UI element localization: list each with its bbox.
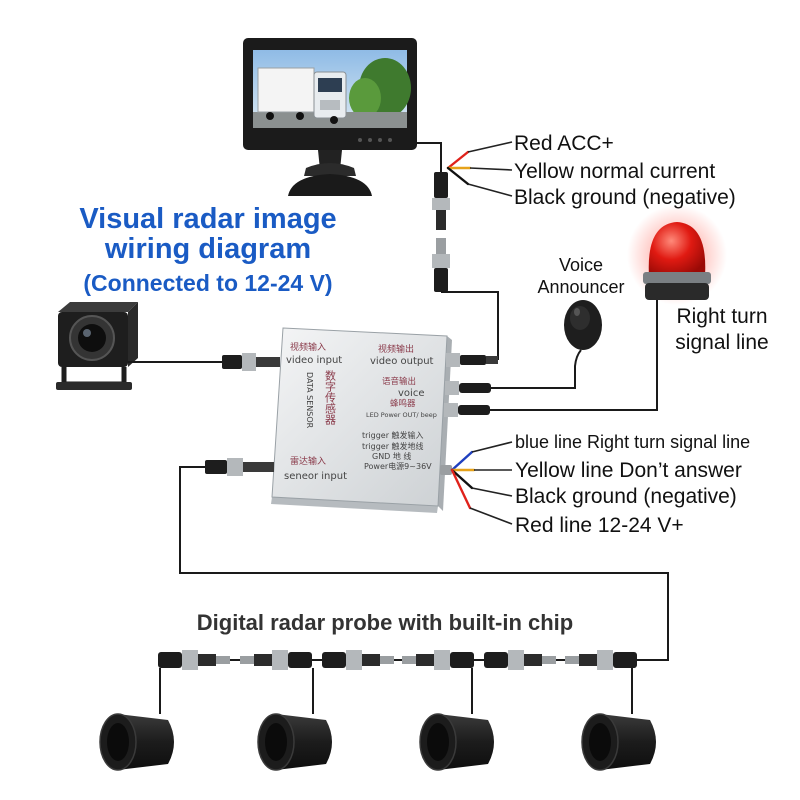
probe-connector	[322, 650, 394, 670]
probe-chain	[158, 650, 637, 714]
monitor-connector-lower	[432, 238, 450, 292]
screen-truck	[257, 67, 347, 124]
box-voice: voice	[398, 388, 424, 399]
radar-probe	[419, 713, 494, 771]
monitor-base	[288, 174, 372, 196]
leader-line	[469, 507, 513, 525]
probe-caption: Digital radar probe with built-in chip	[197, 610, 573, 635]
blue-turn-signal-wire	[450, 450, 474, 472]
label-voice: Voice	[559, 255, 603, 275]
box-sensor-input-cn: 雷达输入	[290, 455, 326, 467]
title-line-1: Visual radar image	[79, 203, 336, 235]
box-trigger-1: trigger 触发输入	[362, 430, 424, 440]
box-video-output-cn: 视频输出	[378, 343, 414, 355]
voice-announcer-speaker	[564, 300, 602, 350]
label-announcer: Announcer	[537, 277, 624, 297]
sensor-bus-cable	[179, 466, 669, 661]
monitor-power-wires	[446, 141, 513, 197]
label-black-ground: Black ground (negative)	[514, 186, 736, 209]
leader-line	[467, 183, 513, 197]
box-trigger-2: trigger 触发地线	[362, 441, 424, 451]
radar-probe	[581, 713, 656, 771]
video-output-cable	[441, 291, 499, 360]
box-gnd: GND 地 线	[372, 451, 411, 461]
turn-signal-lamp	[627, 205, 727, 305]
label-blue-line: blue line Right turn signal line	[515, 432, 750, 452]
box-voice-cn: 语音输出	[382, 376, 416, 387]
screen-trees-2	[349, 78, 381, 118]
control-box: 视频输入 video input 视频输出 video output 语音输出 …	[271, 327, 452, 513]
label-yellow-line: Yellow line Don’t answer	[515, 459, 742, 482]
box-video-input: video input	[286, 355, 342, 366]
box-sensor-cn: 数字传感器	[324, 370, 337, 426]
box-power: Power电源9~36V	[364, 461, 432, 471]
box-video-output: video output	[370, 356, 434, 367]
leader-line	[469, 167, 513, 171]
label-yellow-normal-current: Yellow normal current	[514, 160, 715, 183]
probe-connector	[240, 650, 312, 670]
voice-output-connector	[445, 381, 491, 395]
box-beep-cn: 蜂鸣器	[390, 398, 416, 409]
led-output-connector	[444, 403, 490, 417]
monitor-bracket	[304, 163, 356, 176]
monitor-button	[358, 138, 362, 142]
monitor-cable	[415, 142, 442, 172]
power-grommet	[440, 465, 452, 475]
box-led-power-out: LED Power OUT/ beep	[366, 411, 437, 419]
monitor-button	[368, 138, 372, 142]
title-line-2: wiring diagram	[104, 233, 311, 265]
probe-connector	[565, 650, 637, 670]
box-video-input-cn: 视频输入	[290, 341, 326, 353]
video-output-connector	[446, 353, 498, 367]
turn-signal-cable	[490, 300, 658, 411]
leader-line	[471, 441, 513, 453]
label-signal-line: signal line	[675, 331, 768, 354]
label-right-turn: Right turn	[676, 305, 767, 328]
car-monitor	[243, 38, 417, 196]
radar-probe	[257, 713, 332, 771]
leader-line	[471, 487, 513, 497]
leader-line	[467, 141, 513, 153]
voice-announcer-cable	[491, 349, 582, 389]
probe-connector	[402, 650, 474, 670]
monitor-connector-upper	[432, 172, 450, 230]
probe-connector	[484, 650, 556, 670]
black-ground-wire	[446, 166, 470, 186]
monitor-button	[378, 138, 382, 142]
box-sensor-input: seneor input	[284, 471, 347, 482]
sensor-input-connector	[205, 458, 274, 476]
red-acc-wire	[446, 150, 470, 170]
rear-camera	[56, 302, 138, 390]
camera-bracket	[61, 367, 127, 387]
black-ground-wire-2	[450, 468, 474, 490]
box-power-wires	[440, 441, 513, 525]
probe-connector	[158, 650, 230, 670]
video-input-connector	[222, 353, 280, 371]
label-red-line: Red line 12-24 V+	[515, 514, 684, 537]
title-line-3: (Connected to 12-24 V)	[83, 270, 332, 296]
radar-probe	[99, 713, 174, 771]
box-data-sensor: DATA SENSOR	[305, 372, 314, 429]
label-red-acc: Red ACC+	[514, 132, 614, 155]
label-black-ground-2: Black ground (negative)	[515, 485, 737, 508]
red-power-wire	[450, 468, 472, 510]
monitor-button	[388, 138, 392, 142]
